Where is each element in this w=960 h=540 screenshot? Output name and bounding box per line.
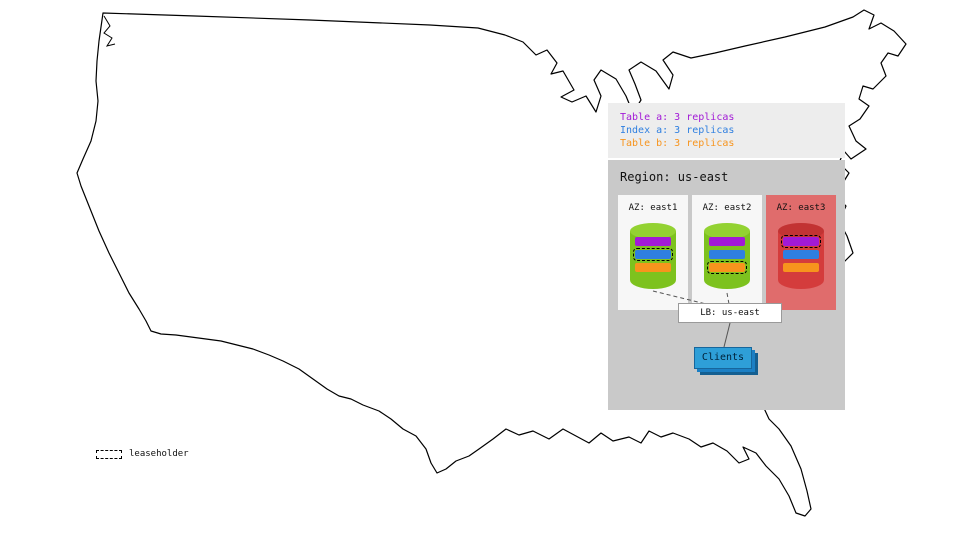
database-node-icon xyxy=(704,223,750,289)
table-b-replica xyxy=(783,263,819,272)
region-us-east: Region: us-east AZ: east1 AZ: east2 xyxy=(608,160,845,410)
table-a-replica xyxy=(709,237,745,246)
replica-legend: Table a: 3 replicas Index a: 3 replicas … xyxy=(608,103,845,158)
az-east3-label: AZ: east3 xyxy=(776,203,826,213)
table-a-replica-leaseholder xyxy=(781,235,821,248)
clients-box: Clients xyxy=(694,347,752,369)
leaseholder-swatch-icon xyxy=(96,449,122,459)
az-east2: AZ: east2 xyxy=(692,195,762,310)
region-title: Region: us-east xyxy=(620,170,729,184)
leaseholder-key: leaseholder xyxy=(96,449,189,459)
az-east2-label: AZ: east2 xyxy=(702,203,752,213)
az-east1: AZ: east1 xyxy=(618,195,688,310)
database-node-icon xyxy=(630,223,676,289)
table-a-replica xyxy=(635,237,671,246)
az-east3-down: AZ: east3 xyxy=(766,195,836,310)
load-balancer: LB: us-east xyxy=(678,303,782,323)
index-a-replica xyxy=(783,250,819,259)
legend-index-a: Index a: 3 replicas xyxy=(620,125,735,136)
table-b-replica xyxy=(635,263,671,272)
legend-table-a: Table a: 3 replicas xyxy=(620,112,735,123)
leaseholder-key-label: leaseholder xyxy=(129,449,189,459)
legend-table-b: Table b: 3 replicas xyxy=(620,138,735,149)
topology-diagram: Table a: 3 replicas Index a: 3 replicas … xyxy=(608,103,845,410)
az-row: AZ: east1 AZ: east2 xyxy=(618,195,836,310)
index-a-replica-leaseholder xyxy=(633,248,673,261)
az-east1-label: AZ: east1 xyxy=(628,203,678,213)
database-node-icon-down xyxy=(778,223,824,289)
table-b-replica-leaseholder xyxy=(707,261,747,274)
index-a-replica xyxy=(709,250,745,259)
